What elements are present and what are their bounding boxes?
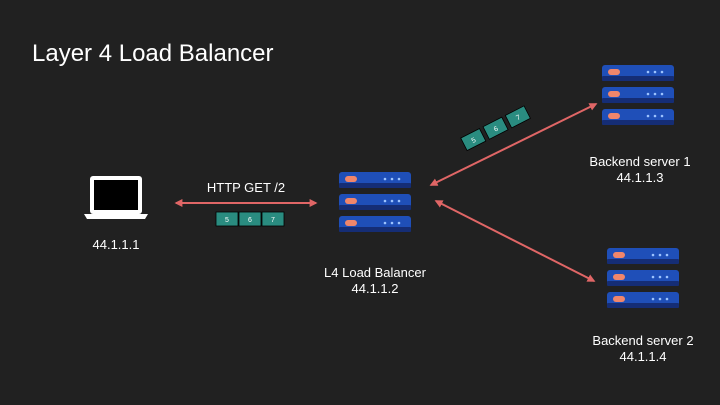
packet: 7 [504, 105, 531, 129]
lb-backend2-arrow [434, 200, 596, 282]
backend2-ip: 44.1.1.4 [619, 349, 667, 364]
request-packets: 5 6 7 [215, 211, 285, 227]
backend1-name: Backend server 1 [589, 154, 691, 169]
packet: 6 [482, 116, 509, 140]
backend1-server-icon [602, 65, 674, 125]
svg-text:6: 6 [248, 217, 252, 224]
upstream-packets: 5 6 7 [460, 105, 531, 152]
load-balancer-server-icon [339, 172, 411, 232]
svg-text:5: 5 [225, 217, 229, 224]
laptop-icon [84, 176, 148, 219]
slide-title: Layer 4 Load Balancer [32, 40, 274, 67]
load-balancer-ip: 44.1.1.2 [351, 281, 399, 296]
client-ip: 44.1.1.1 [92, 237, 140, 252]
svg-text:6: 6 [493, 126, 500, 134]
backend1-ip: 44.1.1.3 [616, 170, 664, 185]
packet: 7 [261, 211, 285, 227]
packet: 5 [215, 211, 239, 227]
svg-text:5: 5 [471, 137, 478, 145]
svg-text:7: 7 [271, 217, 275, 224]
backend2-name: Backend server 2 [592, 333, 694, 348]
lb-backend1-arrow [429, 103, 598, 186]
load-balancer-name: L4 Load Balancer [324, 265, 426, 280]
backend2-server-icon [607, 248, 679, 308]
request-label: HTTP GET /2 [206, 180, 286, 195]
packet: 5 [460, 128, 487, 152]
svg-text:7: 7 [515, 114, 522, 122]
packet: 6 [238, 211, 262, 227]
